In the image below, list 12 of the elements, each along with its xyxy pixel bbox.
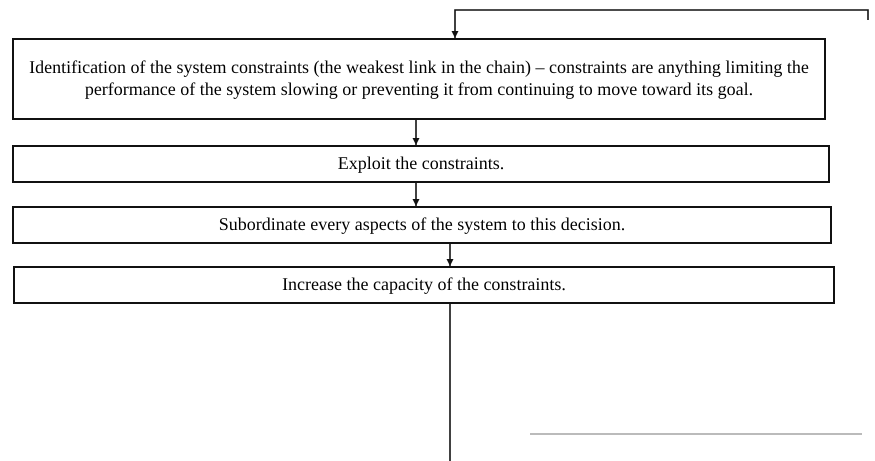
process-box <box>13 266 835 304</box>
step-text: Subordinate every aspects of the system to this decision. <box>218 214 626 236</box>
step-text: Increase the capacity of the constraints. <box>282 274 566 296</box>
step-text: Identification of the system constraints (the weakest link in the chain) – constraints are anything limiting the performance of the system slowing or preventing it from continuing to move toward its goal. <box>28 57 810 101</box>
step-text: Exploit the constraints. <box>338 153 504 175</box>
arrow <box>446 244 454 266</box>
arrow <box>412 120 420 145</box>
arrow <box>452 9 869 38</box>
process-box <box>12 145 830 183</box>
process-box <box>12 38 826 120</box>
process-box <box>12 206 832 244</box>
arrow <box>412 183 420 206</box>
